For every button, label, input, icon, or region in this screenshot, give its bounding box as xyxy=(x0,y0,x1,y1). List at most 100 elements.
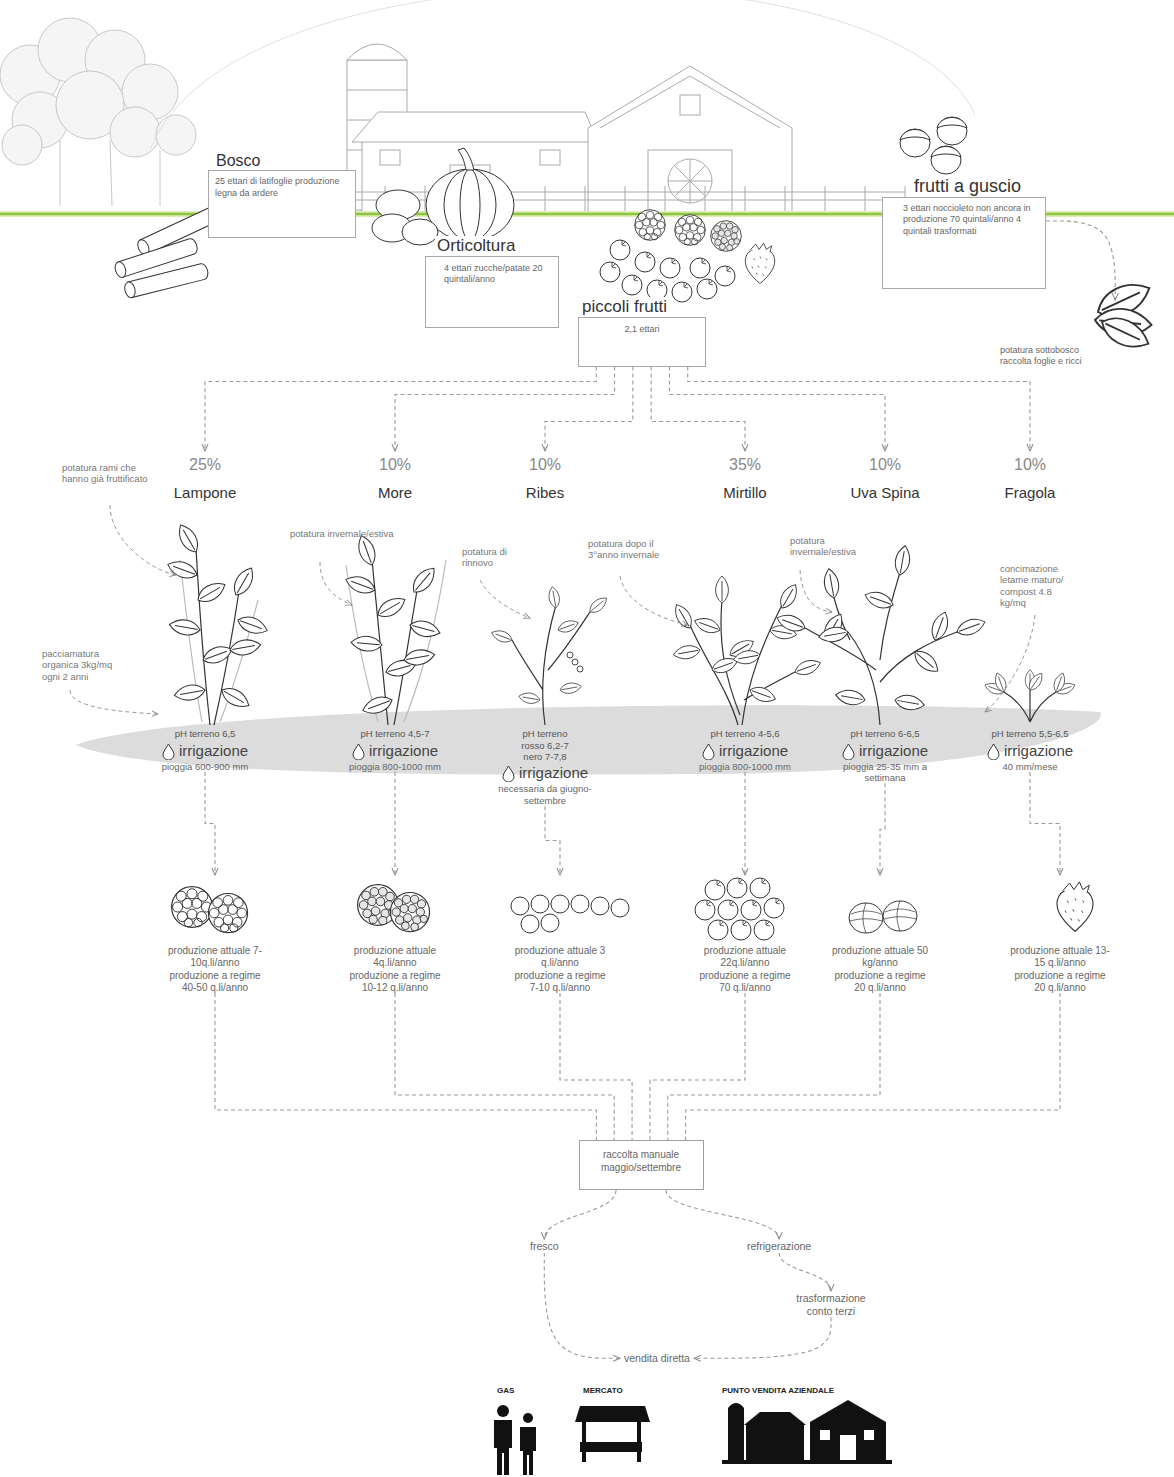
flow-arrow xyxy=(1030,772,1060,875)
fruit-icons xyxy=(172,878,1093,940)
drawing-part xyxy=(577,666,583,672)
area-description: 3 ettari noccioleto non ancora in produz… xyxy=(882,197,1046,289)
irrigation-need: pioggia 600-900 mm xyxy=(155,761,255,772)
flow-arrow xyxy=(650,993,745,1140)
drawing-part xyxy=(403,647,436,667)
step-node: trasformazione conto terzi xyxy=(790,1292,872,1317)
production-box: produzione attuale 13-15 q.li/annoproduz… xyxy=(1003,875,1118,993)
drawing-part xyxy=(168,617,201,637)
flow-arrow xyxy=(1046,221,1115,300)
drawing-part xyxy=(864,1430,874,1440)
drawing-part xyxy=(194,578,228,606)
channel-label: MERCATO xyxy=(583,1386,623,1396)
crop-name: Uva Spina xyxy=(820,484,950,502)
drop-outline xyxy=(353,744,364,760)
drawing-part xyxy=(741,900,761,920)
flow-arrow xyxy=(395,993,614,1140)
flow-arrow xyxy=(544,1253,620,1359)
drawing-part xyxy=(985,615,1035,712)
step-node: vendita diretta xyxy=(622,1352,692,1365)
trees xyxy=(0,18,196,206)
drawing-part xyxy=(572,659,578,665)
drawing-part xyxy=(818,625,850,644)
drawing-part xyxy=(1052,671,1068,693)
drawing-part xyxy=(900,129,930,157)
drawing-part xyxy=(610,240,630,260)
drawing-part xyxy=(750,878,770,898)
farm-arc xyxy=(150,0,975,150)
drawing-part xyxy=(716,576,729,603)
drawing-part xyxy=(426,169,514,241)
drawing-part xyxy=(123,263,209,299)
production-figure: produzione a regime 10-12 q.li/anno xyxy=(345,970,445,993)
production-box: produzione attuale 50 kg/annoproduzione … xyxy=(823,875,938,993)
drawing-part xyxy=(810,1400,886,1460)
soil-ph: pH terreno 5,5-6,5 xyxy=(975,728,1085,739)
fertilizing-note-text: concimazione letame maturo/ compost 4.8 … xyxy=(1000,563,1075,609)
production-figure: produzione a regime 20 q.li/anno xyxy=(1010,970,1110,993)
drop-outline xyxy=(988,744,999,760)
production-box: produzione attuale 4q.li/annoproduzione … xyxy=(338,875,453,993)
drawing-part xyxy=(390,892,429,931)
soil-ph: pH terreno 6,5 xyxy=(140,728,270,739)
drawing-part xyxy=(715,266,735,286)
flow-arrow xyxy=(880,783,885,875)
flow-arrow xyxy=(688,367,1030,451)
drop-icon xyxy=(502,765,515,782)
drawing-part xyxy=(556,618,580,635)
share-percent: 10% xyxy=(480,455,610,474)
drawing-part xyxy=(218,684,252,712)
drawing-part xyxy=(835,688,867,707)
note-box: potatura sottobosco raccolta foglie e ri… xyxy=(1000,300,1160,368)
drawing-part xyxy=(408,618,442,640)
drawing-part xyxy=(174,521,202,555)
share-percent: 35% xyxy=(680,455,810,474)
gooseberry-plant xyxy=(775,545,988,725)
production-figure: produzione attuale 50 kg/anno xyxy=(830,945,930,968)
drawing-part xyxy=(559,681,582,695)
area-description: 4 ettari zucche/patate 20 quintali/anno xyxy=(425,256,559,328)
crop-column: 10%FragolapH terreno 5,5-6,5irrigazione4… xyxy=(975,451,1085,772)
leader-lines xyxy=(70,505,1035,714)
flow-arrow xyxy=(545,806,560,875)
pruning-note: potatura invernale/estiva xyxy=(290,528,395,539)
irrigation-heading: irrigazione xyxy=(702,742,788,760)
drawing-part xyxy=(460,169,480,241)
berries-icon xyxy=(600,210,775,302)
fence xyxy=(340,186,905,212)
drawing-part xyxy=(200,642,234,666)
drawing-part xyxy=(893,545,912,577)
area-heading: Orticoltura xyxy=(435,236,517,256)
farm-buildings xyxy=(347,44,792,212)
channel-label: GAS xyxy=(497,1386,514,1396)
drawing-part xyxy=(110,107,160,157)
production-figure: produzione attuale 13-15 q.li/anno xyxy=(1010,945,1110,968)
drawing-part xyxy=(820,1430,830,1440)
irrigation-need: 40 mm/mese xyxy=(980,761,1080,772)
drawing-part xyxy=(547,586,561,609)
crop-name: More xyxy=(330,484,460,502)
drawing-part xyxy=(480,580,530,618)
production-box: produzione attuale 22q.li/annoproduzione… xyxy=(688,875,803,993)
drop-icon xyxy=(702,743,715,760)
fertilizing-note: concimazione letame maturo/ compost 4.8 … xyxy=(1000,563,1075,609)
blueberry-plant xyxy=(671,576,823,725)
drawing-part xyxy=(931,146,961,174)
drawing-part xyxy=(444,169,496,241)
drawing-part xyxy=(732,649,761,666)
drawing-part xyxy=(671,601,696,631)
drop-icon xyxy=(987,743,1000,760)
drawing-part xyxy=(511,897,529,915)
irrigation-need: pioggia 25-35 mm a settimana xyxy=(835,761,935,784)
channel-label-text: GAS xyxy=(497,1386,514,1396)
crop-name: Fragola xyxy=(975,484,1085,502)
drawing-part xyxy=(490,628,514,645)
production-figure: produzione a regime 40-50 q.li/anno xyxy=(165,970,265,993)
drawing-part xyxy=(745,243,774,284)
drawing-part xyxy=(928,610,951,643)
drawing-part xyxy=(800,570,832,612)
drawing-part xyxy=(840,1435,856,1460)
drawing-part xyxy=(680,95,700,115)
drawing-part xyxy=(1026,671,1045,693)
